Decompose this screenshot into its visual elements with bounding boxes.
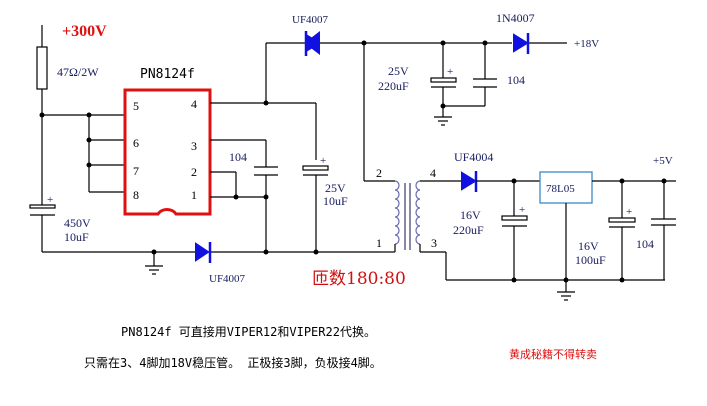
diode-18v xyxy=(513,33,530,54)
transformer-pin-2: 2 xyxy=(376,166,382,180)
diode-bottom xyxy=(195,242,212,263)
ic-pin-1: 1 xyxy=(191,188,197,202)
cap-aux-voltage: 25V xyxy=(325,181,346,195)
resistor-label: 47Ω/2W xyxy=(57,65,99,79)
transformer-pin-4: 4 xyxy=(430,166,436,180)
ic-right-wiring: + xyxy=(210,42,329,255)
cap-top-104: 104 xyxy=(507,73,525,87)
top-rail: + xyxy=(320,40,567,182)
cap-sec-voltage: 16V xyxy=(460,208,481,222)
input-cap-value: 10uF xyxy=(64,230,89,244)
regulator-78l05 xyxy=(539,171,593,204)
diode-top-label: UF4007 xyxy=(292,14,329,26)
cap-104-ic: 104 xyxy=(229,150,247,164)
ic-pin-6: 6 xyxy=(133,136,139,150)
regulator-label: 78L05 xyxy=(546,183,575,195)
ic-pin-3: 3 xyxy=(191,139,197,153)
ic-name: PN8124f xyxy=(140,67,195,82)
cap-aux-value: 10uF xyxy=(323,194,348,208)
diode-18v-label: 1N4007 xyxy=(496,11,535,25)
output-18v: +18V xyxy=(574,38,599,50)
svg-text:+: + xyxy=(320,155,326,167)
ic-pin-5: 5 xyxy=(133,99,139,113)
svg-text:+: + xyxy=(519,204,525,216)
ic-pin-8: 8 xyxy=(133,188,139,202)
secondary-rail: + + xyxy=(476,171,676,301)
diode-bottom-label: UF4007 xyxy=(209,273,246,285)
resistor-47ohm xyxy=(36,46,48,90)
plus-sign: + xyxy=(47,194,53,206)
diode-top xyxy=(304,30,321,56)
note-line-1: PN8124f 可直接用VIPER12和VIPER22代换。 xyxy=(121,324,376,339)
input-cap-voltage: 450V xyxy=(64,216,91,230)
ic-pn8124f xyxy=(123,88,212,216)
ic-pin-7: 7 xyxy=(133,164,139,178)
cap-out-104: 104 xyxy=(636,237,654,251)
turns-ratio: 匝数180:80 xyxy=(312,269,406,289)
svg-text:+: + xyxy=(447,66,453,78)
svg-text:+: + xyxy=(626,206,632,218)
watermark: 黄成秘籍不得转卖 xyxy=(509,347,597,361)
diode-secondary-label: UF4004 xyxy=(454,150,493,164)
transformer-pin-1: 1 xyxy=(376,236,382,250)
cap-out-voltage: 16V xyxy=(578,239,599,253)
output-5v: +5V xyxy=(653,155,673,167)
cap-top-value: 220uF xyxy=(378,79,409,93)
diode-secondary xyxy=(461,171,478,192)
ic-pin-4: 4 xyxy=(191,97,197,111)
input-section: + xyxy=(29,25,380,275)
cap-sec-value: 220uF xyxy=(453,223,484,237)
supply-label: +300V xyxy=(62,23,107,40)
transformer-pin-3: 3 xyxy=(431,236,437,250)
ic-pin-2: 2 xyxy=(191,165,197,179)
cap-out-value: 100uF xyxy=(575,253,606,267)
transformer xyxy=(380,180,665,281)
ground-icon xyxy=(145,252,163,275)
note-line-2: 只需在3、4脚加18V稳压管。 正极接3脚，负极接4脚。 xyxy=(84,355,382,370)
cap-top-voltage: 25V xyxy=(388,64,409,78)
